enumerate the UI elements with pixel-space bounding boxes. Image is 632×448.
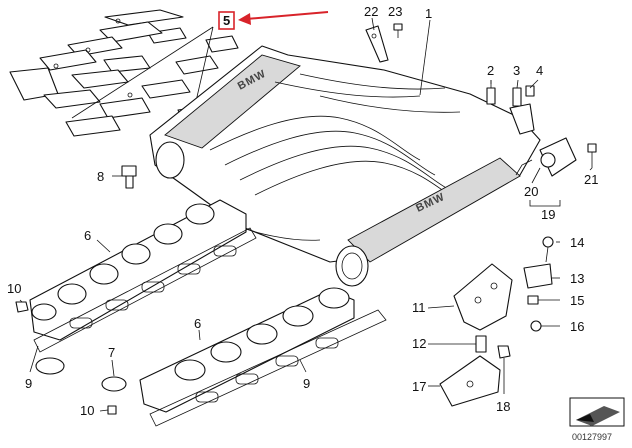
callout-6-lower: 6 (194, 316, 201, 331)
callout-23: 23 (388, 4, 402, 19)
callout-14: 14 (570, 235, 584, 250)
callout-21: 21 (584, 172, 598, 187)
bracket-17 (439, 355, 501, 407)
bracket-11 (453, 263, 513, 331)
callout-17: 17 (412, 379, 426, 394)
highlight-arrow (238, 11, 329, 25)
callout-13: 13 (570, 271, 584, 286)
callout-10-lower: 10 (80, 403, 94, 418)
callout-labels: 1 2 3 4 5 6 6 7 8 9 9 10 10 11 12 13 14 … (7, 4, 598, 418)
callout-12: 12 (412, 336, 426, 351)
callout-15: 15 (570, 293, 584, 308)
seal-7 (35, 357, 127, 392)
gasket-lower (149, 309, 387, 427)
actuator-19 (515, 137, 577, 177)
callout-1: 1 (425, 6, 432, 21)
diagram-number: 00127997 (572, 432, 612, 442)
callout-6-upper: 6 (84, 228, 91, 243)
callout-5-box (218, 11, 235, 30)
screw-21 (587, 143, 597, 168)
leader-5a (193, 26, 214, 111)
port-set-lower (139, 287, 355, 413)
screw-16 (530, 320, 542, 332)
cover-segments (9, 9, 239, 137)
bolt-4 (525, 79, 539, 97)
gasket-upper (33, 227, 257, 353)
callout-11: 11 (412, 300, 426, 315)
bracket-leader-19 (529, 200, 561, 207)
bolt-8 (121, 165, 137, 189)
callout-5: 5 (223, 13, 230, 28)
leader-22 (371, 17, 375, 31)
callout-20: 20 (524, 184, 538, 199)
callout-16: 16 (570, 319, 584, 334)
screw-15 (527, 295, 539, 305)
sensor-3 (509, 87, 535, 135)
callout-10-upper: 10 (7, 281, 21, 296)
bolt-23 (393, 23, 403, 38)
diagram-stamp: 00127997 (569, 397, 625, 442)
callout-19: 19 (541, 207, 555, 222)
nut-10a (15, 301, 29, 313)
callout-9-left: 9 (25, 376, 32, 391)
callout-18: 18 (496, 399, 510, 414)
callout-4: 4 (536, 63, 543, 78)
plug-12 (475, 335, 487, 353)
callout-9-right: 9 (303, 376, 310, 391)
screw-14 (542, 236, 554, 263)
callout-7: 7 (108, 345, 115, 360)
clip-13 (523, 263, 553, 289)
intake-manifold: BMW BMW (149, 45, 541, 287)
callout-3: 3 (513, 63, 520, 78)
port-set-upper (29, 199, 247, 341)
leader-5b (71, 26, 214, 119)
bracket-22 (365, 25, 389, 63)
callout-8: 8 (97, 169, 104, 184)
nut-18 (497, 345, 511, 394)
callout-22: 22 (364, 4, 378, 19)
nut-10b (107, 405, 117, 415)
callout-2: 2 (487, 63, 494, 78)
leader-lines (19, 79, 593, 412)
leader-1 (419, 19, 431, 96)
